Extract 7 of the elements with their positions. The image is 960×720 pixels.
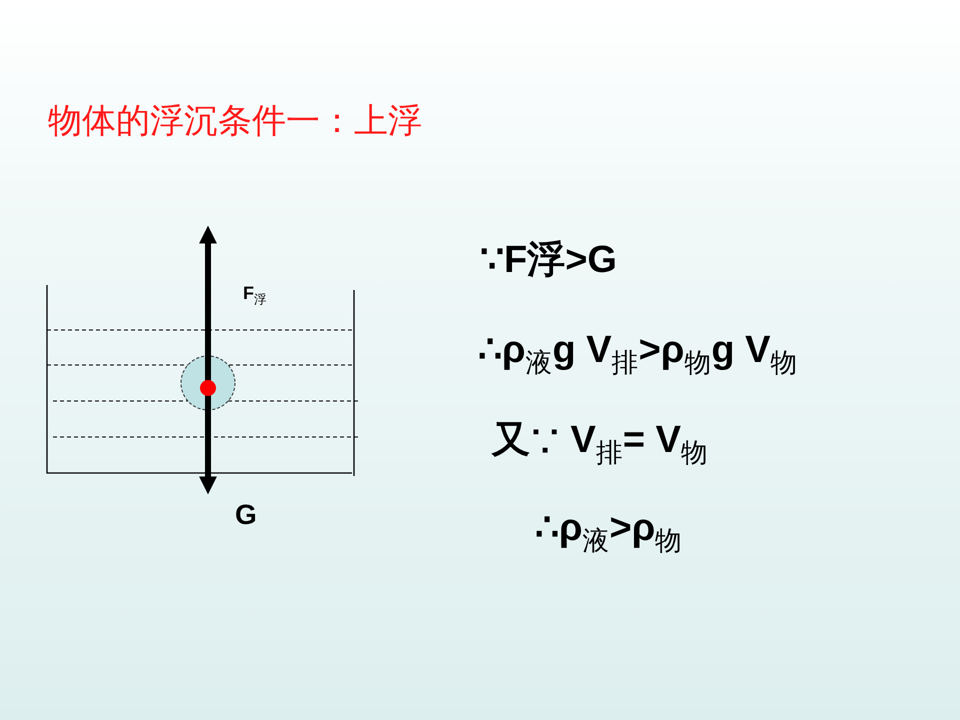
force-label: F$_{浮}$ [243, 284, 267, 306]
formula-text: ∴ρ$_{液}$>ρ$_{物}$ [535, 508, 682, 556]
slide-title: 物体的浮沉条件一：上浮 [48, 100, 422, 143]
formula-text: ∵F浮>G [480, 240, 617, 282]
formula-text: 又∵ V$_{排}$= V$_{物}$ [492, 420, 708, 468]
formula-text: ∴ρ$_{液}$g V$_{排}$>ρ$_{物}$g V$_{物}$ [478, 330, 798, 378]
force-label: G [235, 500, 257, 531]
